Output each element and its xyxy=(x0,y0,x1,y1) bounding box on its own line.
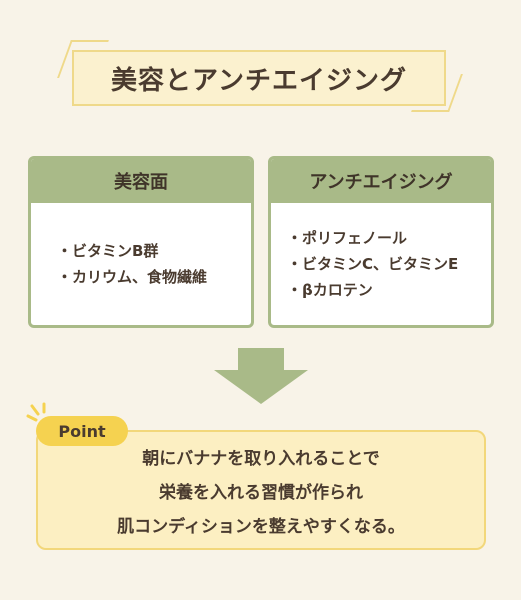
point-section: 朝にバナナを取り入れることで 栄養を入れる習慣が作られ 肌コンディションを整えや… xyxy=(26,402,486,550)
point-text-line: 朝にバナナを取り入れることで xyxy=(142,449,380,469)
sparkle-icon xyxy=(26,402,46,422)
anti-aging-card-heading: アンチエイジング xyxy=(271,159,491,203)
title-box: 美容とアンチエイジング xyxy=(72,50,446,106)
anti-aging-card: アンチエイジング ・ポリフェノール ・ビタミンC、ビタミンE ・βカロテン xyxy=(268,156,494,328)
page-title: 美容とアンチエイジング xyxy=(111,65,407,96)
list-item: ・カリウム、食物繊維 xyxy=(57,268,208,286)
point-badge: Point xyxy=(36,416,128,446)
beauty-card-heading: 美容面 xyxy=(31,159,251,203)
list-item: ・ポリフェノール xyxy=(287,229,408,247)
down-arrow-icon xyxy=(214,348,308,404)
list-item: ・ビタミンB群 xyxy=(57,242,159,260)
beauty-card-body: ・ビタミンB群 ・カリウム、食物繊維 xyxy=(31,203,251,325)
point-text-line: 栄養を入れる習慣が作られ xyxy=(159,483,363,503)
point-box: 朝にバナナを取り入れることで 栄養を入れる習慣が作られ 肌コンディションを整えや… xyxy=(36,430,486,550)
list-item: ・ビタミンC、ビタミンE xyxy=(287,255,459,273)
point-text-line: 肌コンディションを整えやすくなる。 xyxy=(117,517,405,537)
anti-aging-card-body: ・ポリフェノール ・ビタミンC、ビタミンE ・βカロテン xyxy=(271,203,491,325)
beauty-card: 美容面 ・ビタミンB群 ・カリウム、食物繊維 xyxy=(28,156,254,328)
list-item: ・βカロテン xyxy=(287,281,373,299)
title-banner: 美容とアンチエイジング xyxy=(57,40,463,112)
